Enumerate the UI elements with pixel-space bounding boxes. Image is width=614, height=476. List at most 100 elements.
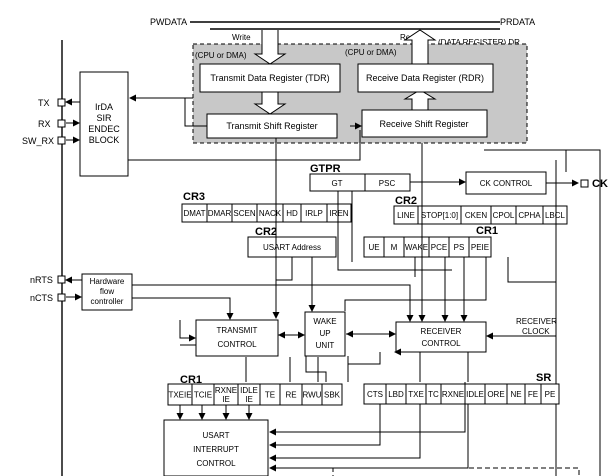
cr3-bit-label: DMAT — [183, 209, 205, 218]
sr-bit-label: IDLE — [466, 390, 484, 399]
interrupt-control-block — [163, 419, 269, 476]
transmit-control-line-2: CONTROL — [217, 340, 257, 349]
receiver-clock-line-1: RECEIVER — [516, 317, 557, 326]
nrts-label: nRTS — [30, 275, 53, 285]
usart-address-label: USART Address — [263, 243, 321, 252]
cr2-upper-bit-label: LINE — [397, 211, 415, 220]
cr1-upper-bit-label: M — [391, 243, 398, 252]
psc-label: PSC — [379, 179, 396, 188]
irda-line-2: SIR — [96, 113, 112, 123]
receiver-clock-line-2: CLOCK — [522, 327, 550, 336]
sw-rx-label: SW_RX — [22, 136, 54, 146]
sr-bit-label: TC — [428, 390, 439, 399]
hwflow-line-3: controller — [91, 297, 124, 306]
cr1-upper-bit-label: PCE — [431, 243, 447, 252]
cr1-lower-bit-cell — [321, 383, 343, 406]
wakeup-unit-block — [304, 311, 346, 357]
dashed-outline — [332, 467, 580, 476]
sr-bit-label: TXE — [408, 390, 424, 399]
cr1-upper-bit-label: PS — [454, 243, 465, 252]
cr1-lower-bit-label: IDLE — [240, 386, 258, 395]
sr-bit-label: ORE — [487, 390, 504, 399]
pin-group-left: TX RX SW_RX nRTS nCTS — [22, 98, 66, 303]
cr2-upper-bit-label: CPHA — [518, 211, 541, 220]
prdata-label: PRDATA — [500, 17, 535, 27]
receiver-control-line-1: RECEIVER — [421, 327, 462, 336]
cr1-upper-bit-label: UE — [368, 243, 379, 252]
tx-pin — [57, 98, 66, 107]
cr2-upper-bit-label: LBCL — [545, 211, 566, 220]
write-label: Write — [232, 33, 251, 42]
cr3-bit-label: DMAR — [208, 209, 232, 218]
cr3-bit-cell — [326, 203, 352, 223]
cr1-lower-bit-label: RWU — [303, 391, 322, 400]
cr3-bit-label: IRLP — [305, 209, 323, 218]
tdr-label: Transmit Data Register (TDR) — [210, 73, 329, 83]
gt-label: GT — [331, 179, 342, 188]
data-bus-lines: PWDATA PRDATA Write Read (DATA REGISTER)… — [150, 17, 535, 47]
ncts-label: nCTS — [30, 293, 53, 303]
pwdata-label: PWDATA — [150, 17, 187, 27]
hwflow-line-1: Hardware — [90, 277, 125, 286]
cr3-bit-label: NACK — [259, 209, 282, 218]
irda-block — [79, 71, 129, 177]
cr3-bit-label: HD — [286, 209, 298, 218]
transmit-control-block — [195, 319, 279, 357]
rdr-label: Receive Data Register (RDR) — [366, 73, 484, 83]
tsr-box — [206, 113, 338, 139]
cr1-lower-bit-label: IE — [245, 395, 253, 404]
rsr-box — [361, 109, 488, 138]
ck-pin — [580, 179, 589, 188]
interrupt-line-3: CONTROL — [196, 459, 236, 468]
cr1-upper-bit-cell — [468, 236, 492, 258]
receiver-control-block — [395, 321, 487, 353]
cr1-lower-bit-label: SBK — [324, 391, 341, 400]
receiver-control-line-2: CONTROL — [421, 339, 461, 348]
cr2-upper-bit-label: STOP[1:0] — [421, 211, 458, 220]
sr-bit-label: NE — [510, 390, 521, 399]
transmit-control-line-1: TRANSMIT — [217, 326, 258, 335]
irda-line-4: BLOCK — [89, 135, 120, 145]
sr-title: SR — [536, 372, 551, 384]
cr1-lower-title: CR1 — [180, 374, 202, 386]
rx-pin — [57, 119, 66, 128]
cr2-upper-bit-label: CPOL — [493, 211, 515, 220]
cr2-lower-title: CR2 — [255, 226, 277, 238]
cr1-lower-bit-label: IE — [222, 395, 230, 404]
tx-label: TX — [38, 98, 50, 108]
cr3-bit-label: SCEN — [233, 209, 255, 218]
sr-bit-cell — [540, 383, 560, 405]
cr1-lower-bit-label: RE — [285, 391, 296, 400]
cr3-bit-label: IREN — [329, 209, 348, 218]
cr2-upper-bit-label: CKEN — [465, 211, 487, 220]
cpu-dma-left-label: (CPU or DMA) — [195, 51, 247, 60]
cr3-title: CR3 — [183, 191, 205, 203]
cr1-upper-bit-label: PEIE — [471, 243, 489, 252]
cr1-lower-bit-label: TCIE — [194, 391, 212, 400]
ncts-pin — [57, 293, 66, 302]
hwflow-block — [81, 273, 133, 311]
sr-bit-label: LBD — [388, 390, 404, 399]
irda-line-1: IrDA — [95, 102, 113, 112]
tsr-label: Transmit Shift Register — [226, 121, 317, 131]
sr-bit-label: CTS — [367, 390, 383, 399]
cr2-upper-title: CR2 — [395, 195, 417, 207]
cr1-lower-bit-label: RXNE — [215, 386, 237, 395]
rdr-box — [357, 63, 494, 93]
cr1-upper-bit-label: WAKE — [405, 243, 428, 252]
ck-control-label: CK CONTROL — [480, 179, 533, 188]
sr-bit-label: PE — [545, 390, 556, 399]
sr-bit-label: FE — [528, 390, 538, 399]
wakeup-line-3: UNIT — [316, 341, 335, 350]
interrupt-line-1: USART — [203, 431, 230, 440]
wakeup-line-1: WAKE — [313, 317, 336, 326]
rsr-label: Receive Shift Register — [379, 119, 468, 129]
rx-label: RX — [38, 119, 51, 129]
